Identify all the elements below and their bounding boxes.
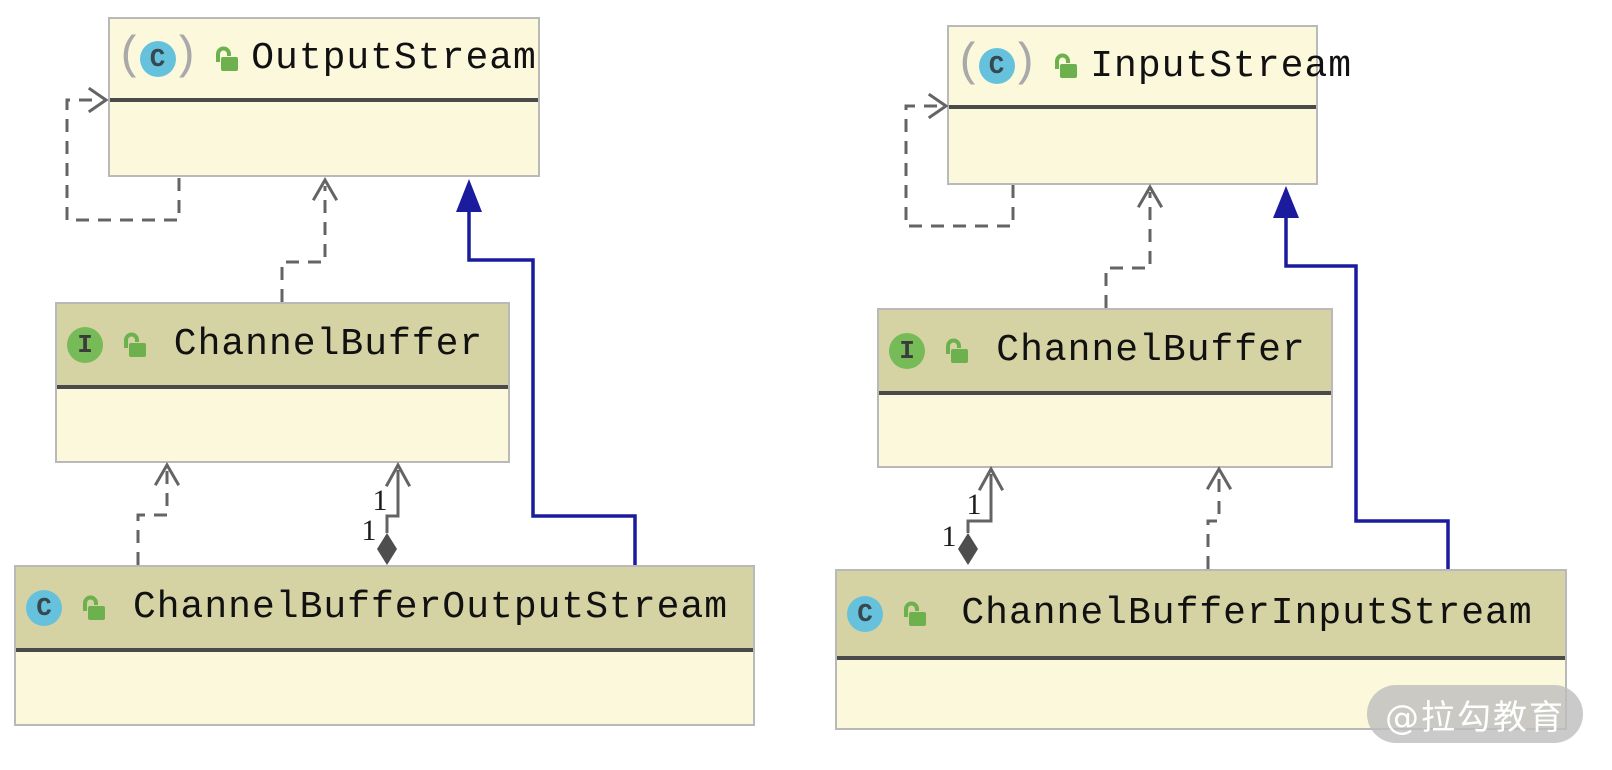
interface-node-channelbuffer-right[interactable]: I ChannelBuffer [877,308,1333,468]
inheritance-arrowhead-icon [456,179,482,212]
abstract-paren-open: ( [116,29,144,82]
node-header: ( C ) InputStream [949,27,1351,105]
edge-line [136,470,169,565]
public-unlock-icon [211,44,241,74]
compartment-separator [110,98,538,102]
compartment-separator [879,391,1331,395]
aggregation-diamond-icon [958,533,978,565]
node-body [16,652,753,724]
node-header: C ChannelBufferOutputStream [16,567,753,648]
interface-node-channelbuffer-left[interactable]: I ChannelBuffer [55,302,510,463]
class-icon: C [978,48,1015,84]
node-header: I ChannelBuffer [879,310,1331,391]
open-arrowhead-icon [153,462,181,487]
open-arrowhead-icon [87,86,109,114]
public-unlock-icon [119,330,149,360]
public-unlock-icon [941,336,971,366]
compartment-separator [16,648,753,652]
node-body [949,109,1316,183]
edge-line [966,474,993,533]
class-name-label: ChannelBufferInputStream [961,592,1533,635]
dependency-edge-channelbuffer-inputstream [1104,184,1164,308]
multiplicity-label: 1 [362,514,377,547]
class-name-label: ChannelBufferOutputStream [132,586,729,629]
watermark-badge: @拉勾教育 [1367,685,1583,743]
edge-line [1206,474,1221,569]
inheritance-arrowhead-icon [1273,186,1299,218]
compartment-separator [57,385,508,389]
compartment-separator [837,656,1565,660]
open-arrowhead-icon [384,461,412,488]
edge-line [280,186,327,302]
class-icon: C [139,40,176,77]
abstract-paren-close: ) [1010,37,1039,89]
class-node-channelbufferoutputstream[interactable]: C ChannelBufferOutputStream [14,565,755,726]
class-node-inputstream[interactable]: ( C ) InputStream [947,25,1351,185]
multiplicity-label: 1 [967,488,982,521]
public-unlock-icon [78,593,108,623]
interface-icon-group: I [889,332,925,369]
edge-line [1104,192,1152,308]
interface-name-label: ChannelBuffer [173,323,484,366]
compartment-separator [949,105,1316,109]
abstract-paren-close: ) [171,29,200,82]
class-icon: C [847,595,883,632]
open-arrowhead-icon [977,465,1005,492]
abstract-class-icon: ( C ) [116,33,199,79]
aggregation-edge-right: 1 1 [942,465,1005,565]
node-header: ( C ) OutputStream [110,19,538,98]
dependency-edge-cbis-channelbuffer [1205,466,1233,569]
interface-icon: I [67,326,103,363]
aggregation-edge-left: 1 1 [362,461,412,565]
watermark-text: @拉勾教育 [1385,697,1565,738]
open-arrowhead-icon [927,92,949,120]
open-arrowhead-icon [1136,184,1164,209]
node-header: C ChannelBufferInputStream [837,571,1565,656]
multiplicity-label: 1 [373,484,388,517]
class-node-outputstream[interactable]: ( C ) OutputStream [108,17,540,177]
node-body [57,389,508,461]
edge-line [385,470,400,533]
aggregation-diamond-icon [377,533,397,565]
multiplicity-label: 1 [942,520,957,553]
open-arrowhead-icon [311,177,339,202]
class-name-label: InputStream [1090,44,1353,88]
class-icon-group: C [26,589,62,626]
open-arrowhead-icon [1205,466,1233,491]
class-icon-group: C [847,595,883,632]
interface-name-label: ChannelBuffer [996,329,1306,372]
dependency-edge-cbos-channelbuffer [136,462,181,565]
node-body [879,395,1331,466]
public-unlock-icon [899,599,929,629]
node-header: I ChannelBuffer [57,304,508,385]
interface-icon: I [889,332,925,369]
abstract-class-icon: ( C ) [955,40,1038,86]
class-icon: C [26,589,62,626]
interface-icon-group: I [67,326,103,363]
abstract-paren-open: ( [955,37,983,89]
dependency-edge-channelbuffer-outputstream [280,177,339,302]
public-unlock-icon [1050,51,1080,81]
class-name-label: OutputStream [251,37,537,80]
node-body [110,102,538,175]
